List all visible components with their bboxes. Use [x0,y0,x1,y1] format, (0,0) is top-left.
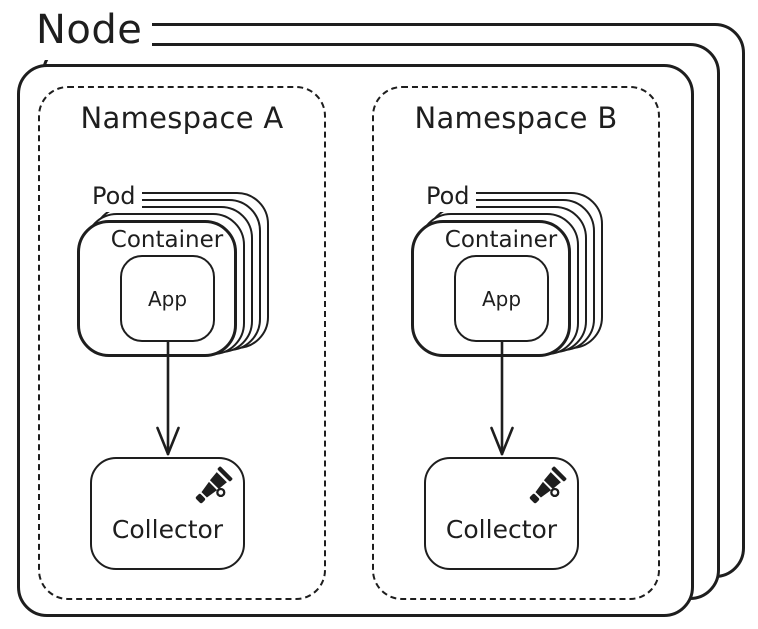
app-box: App [120,255,215,342]
telescope-icon [195,466,233,504]
app-label: App [147,286,188,311]
namespace-a-label: Namespace A [80,101,284,135]
app-box: App [454,255,549,342]
container-label: Container [444,227,558,253]
node-label: Node [26,2,153,60]
namespace-a-box: Namespace A Pod Container App [38,86,326,600]
collector-box: Collector [424,457,579,570]
container-label: Container [110,227,224,253]
namespace-b-box: Namespace B Pod Container App [372,86,660,600]
app-label: App [481,286,522,311]
namespace-b-label: Namespace B [414,101,618,135]
collector-label: Collector [111,515,224,544]
pod-label: Pod [424,182,476,212]
pod-label: Pod [90,182,142,212]
collector-box: Collector [90,457,245,570]
collector-label: Collector [445,515,558,544]
telescope-icon [529,466,567,504]
node-box: Namespace A Pod Container App [17,64,694,617]
down-arrow [490,342,514,456]
down-arrow [156,342,180,456]
